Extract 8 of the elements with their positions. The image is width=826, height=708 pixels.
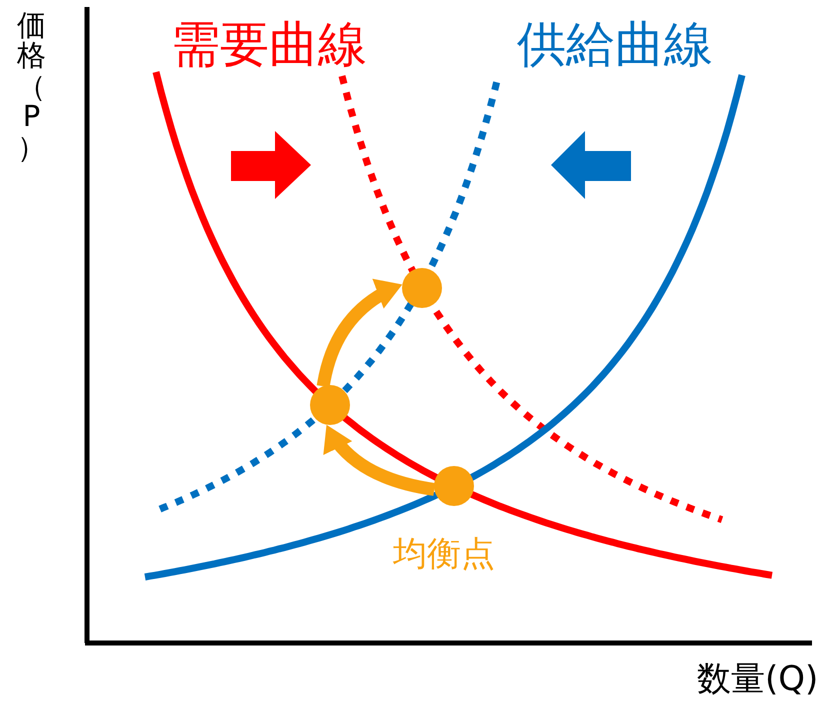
point-label: 均衡点: [393, 537, 495, 571]
curve-label: 供給曲線: [517, 20, 713, 69]
equilibrium-point: [310, 385, 350, 425]
curve-label: 需要曲線: [171, 20, 367, 69]
equilibrium-point: [402, 268, 442, 308]
equilibrium-point: [434, 466, 474, 506]
axis-label: 数量(Q): [697, 662, 818, 696]
axis-label: 価格（P）: [17, 10, 46, 162]
